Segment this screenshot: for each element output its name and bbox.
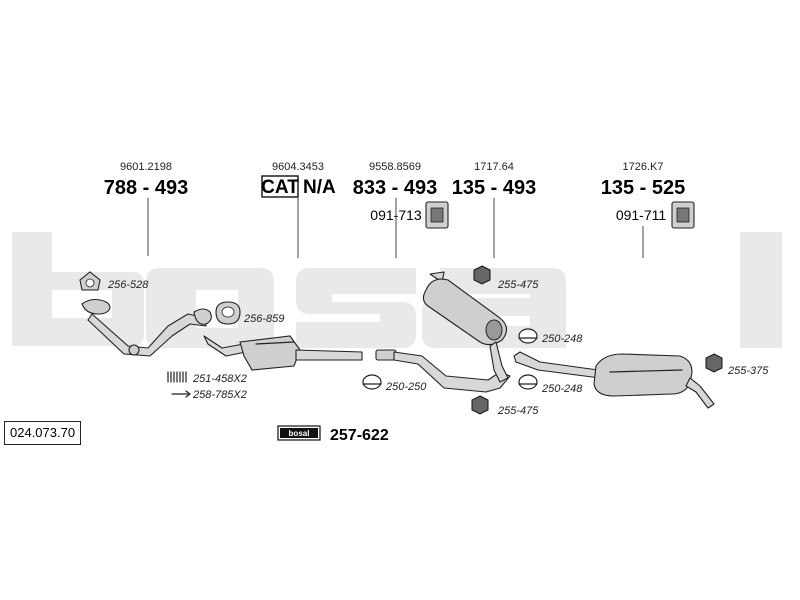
part-number: 833 - 493 bbox=[353, 177, 438, 199]
kit-part-number: 257-622 bbox=[330, 427, 389, 444]
cat-label: CAT bbox=[261, 177, 299, 198]
ref-number: 1726.K7 bbox=[623, 161, 664, 173]
nut-icon bbox=[705, 353, 723, 373]
header-part-5: 1726.K7 135 - 525 091-711 bbox=[601, 161, 695, 258]
gasket-icon bbox=[215, 301, 241, 325]
clamp-icon bbox=[362, 374, 382, 390]
kit-box: bosal bbox=[277, 425, 321, 441]
clamp-icon bbox=[518, 328, 538, 344]
clamp-label: 250-248 bbox=[541, 383, 583, 395]
spring-icon bbox=[167, 371, 187, 383]
front-pipe bbox=[81, 298, 212, 357]
clamp-label: 250-248 bbox=[541, 333, 583, 345]
ref-number: 1717.64 bbox=[474, 161, 514, 173]
spring-label: 251-458X2 bbox=[192, 373, 247, 385]
clamp-icon bbox=[518, 374, 538, 390]
nut-label: 255-375 bbox=[727, 365, 769, 377]
ref-number: 9558.8569 bbox=[369, 161, 421, 173]
nut-icon bbox=[471, 395, 489, 415]
gasket-icon bbox=[79, 271, 101, 291]
nut-label: 255-475 bbox=[497, 405, 539, 417]
header-part-3: 9558.8569 833 - 493 091-713 bbox=[353, 161, 449, 258]
part-number: 135 - 525 bbox=[601, 177, 686, 199]
cat-frame bbox=[261, 175, 299, 198]
header-part-4: 1717.64 135 - 493 bbox=[452, 161, 537, 258]
nut-label: 255-475 bbox=[497, 279, 539, 291]
catalytic-converter bbox=[203, 335, 363, 371]
part-number: 788 - 493 bbox=[104, 177, 189, 199]
ref-number: 9601.2198 bbox=[120, 161, 172, 173]
catalog-number: 024.073.70 bbox=[4, 421, 82, 445]
cat-availability: N/A bbox=[303, 177, 336, 198]
gasket-label: 256-528 bbox=[107, 279, 149, 291]
part-number: 135 - 493 bbox=[452, 177, 537, 199]
nut-icon bbox=[473, 265, 491, 285]
header-part-2: 9604.3453 CAT N/A bbox=[261, 161, 336, 258]
center-muffler bbox=[422, 271, 509, 383]
header-part-1: 9601.2198 788 - 493 bbox=[104, 161, 189, 256]
mount-part-number: 091-711 bbox=[616, 207, 667, 223]
rear-silencer bbox=[513, 351, 715, 409]
ref-number: 9604.3453 bbox=[272, 161, 324, 173]
rubber-mount-icon bbox=[425, 201, 449, 229]
kit-brand: bosal bbox=[289, 429, 310, 438]
intermediate-pipe bbox=[375, 349, 511, 393]
clamp-label: 250-250 bbox=[385, 381, 427, 393]
rubber-mount-icon bbox=[671, 201, 695, 229]
bolt-label: 258-785X2 bbox=[192, 389, 247, 401]
bolt-icon bbox=[171, 390, 191, 398]
gasket-label: 256-859 bbox=[243, 313, 284, 325]
